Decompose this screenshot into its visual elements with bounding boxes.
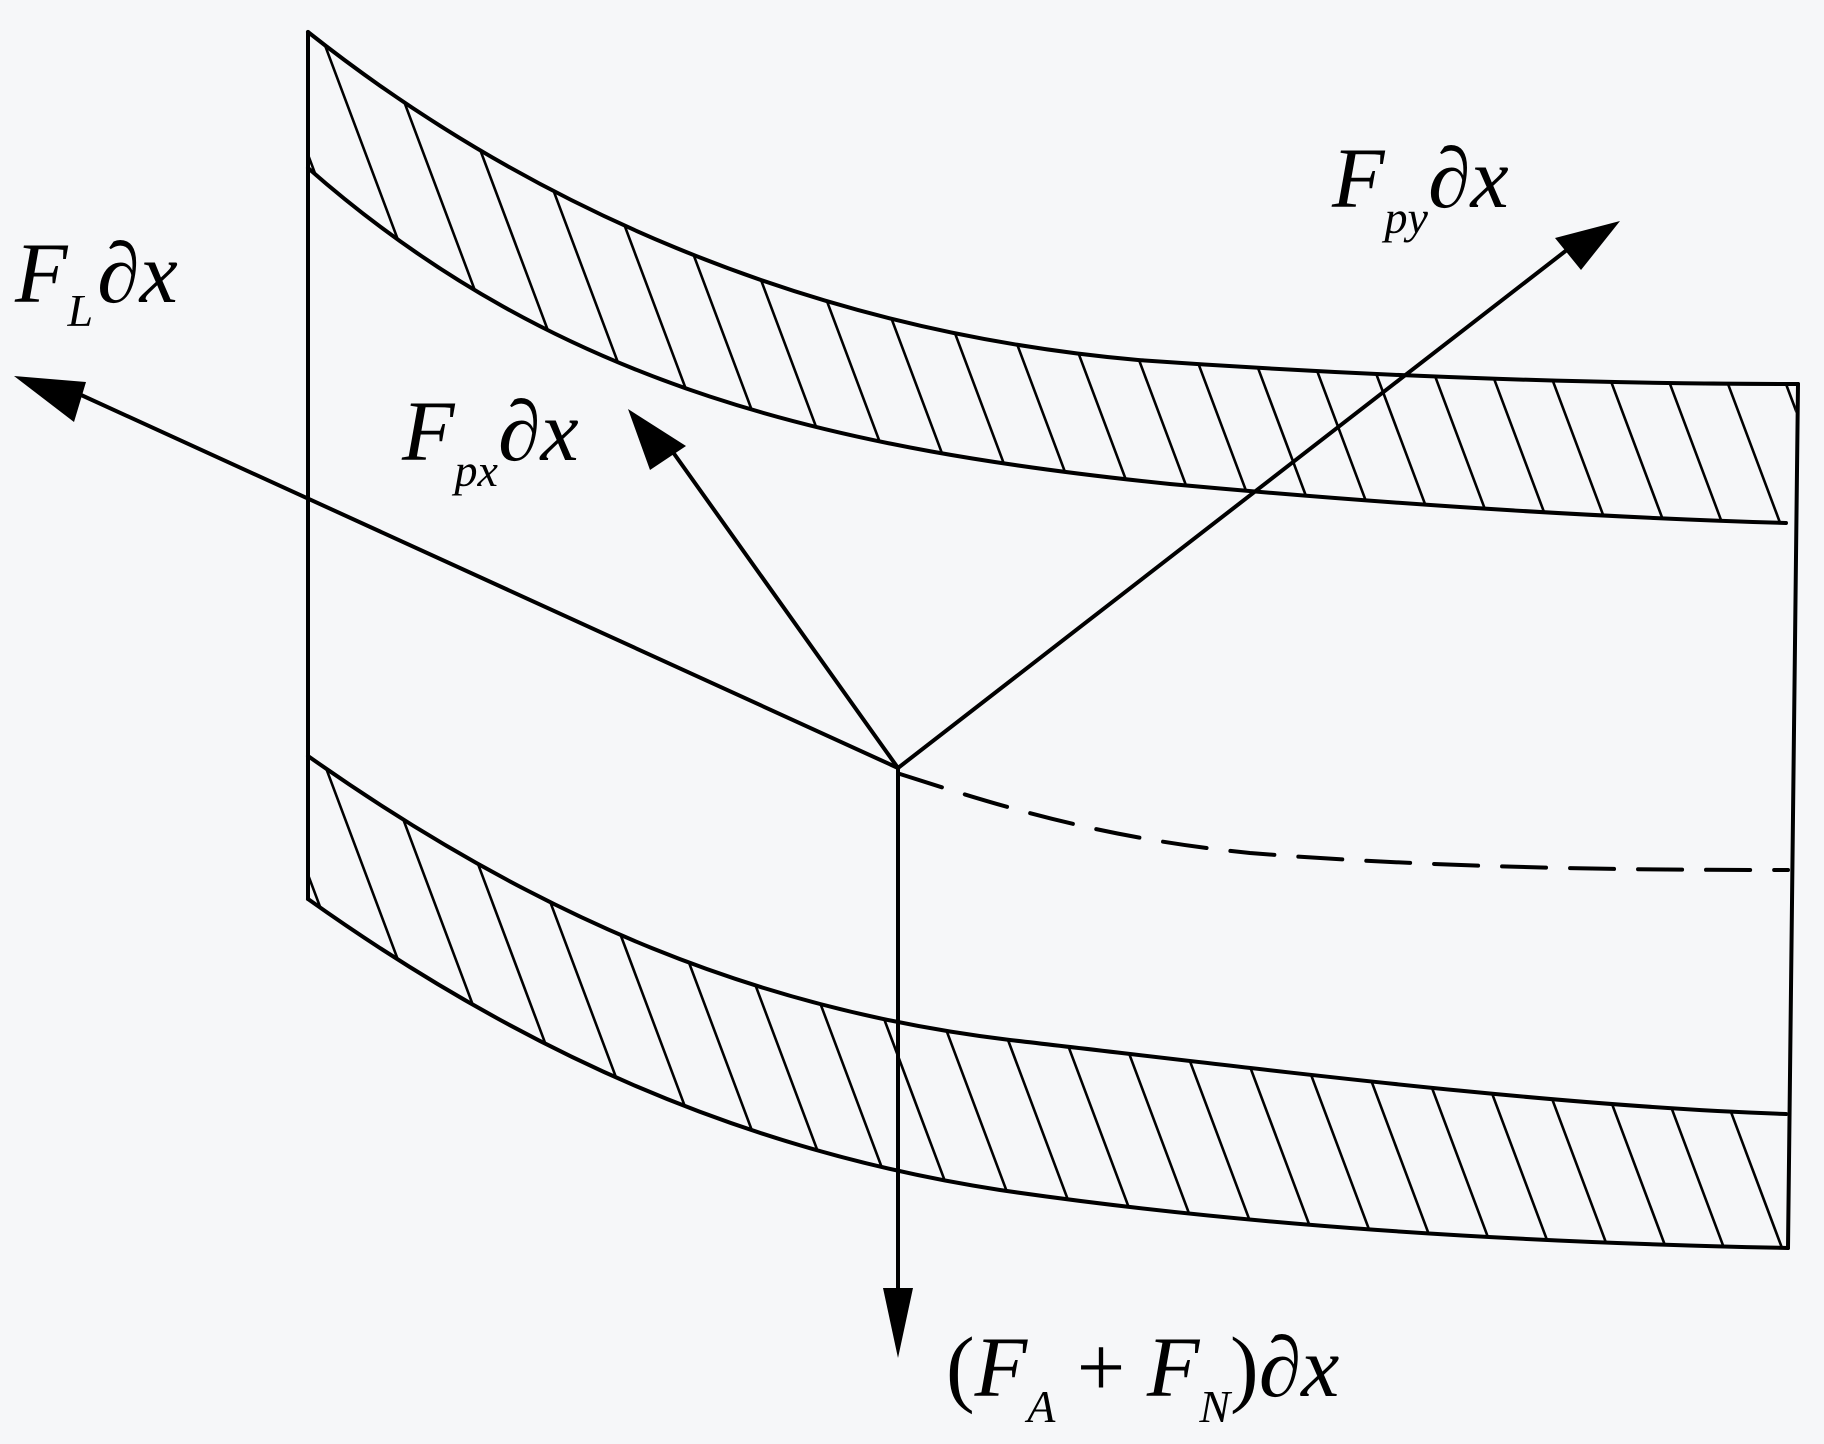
fpx-arrow: [628, 409, 900, 770]
hatch-line: [1816, 0, 1824, 560]
hatch-line: [828, 32, 1042, 523]
fpy-arrow: [896, 221, 1620, 770]
hatch-line: [596, 756, 810, 1248]
hatch-line: [308, 756, 462, 1248]
hatch-line: [1582, 32, 1796, 523]
hatch-line: [308, 756, 520, 1248]
hatch-line: [1350, 756, 1564, 1248]
hatch-line: [1118, 756, 1332, 1248]
hatch-line: [1640, 756, 1788, 1248]
fpx-label: Fpx∂x: [401, 383, 579, 496]
hatch-line: [1176, 756, 1390, 1248]
hatch-line: [1234, 32, 1448, 523]
top-inner-wall: [306, 166, 1788, 525]
hatch-line: [886, 32, 1100, 523]
hatch-line: [828, 756, 1042, 1248]
hatch-line: [538, 756, 752, 1248]
hatch-line: [1816, 720, 1824, 1280]
hatch-line: [770, 32, 984, 523]
hatch-line: [1756, 32, 1798, 523]
top-outer-wall: [306, 30, 1800, 386]
centerline-dashed: [898, 772, 1790, 872]
hatch-line: [1408, 32, 1622, 523]
hatch-line: [1176, 32, 1390, 523]
hatch-line: [1060, 756, 1274, 1248]
hatch-line: [654, 756, 868, 1248]
hatch-line: [712, 32, 926, 523]
fpy-label: Fpy∂x: [1331, 130, 1509, 243]
hatch-line: [480, 756, 694, 1248]
hatch-line: [1524, 32, 1738, 523]
hatch-line: [364, 756, 578, 1248]
hatch-line: [1234, 756, 1448, 1248]
hatch-line: [422, 756, 636, 1248]
hatch-line: [1466, 756, 1680, 1248]
hatch-line: [1582, 756, 1788, 1248]
force-vectors: [14, 221, 1620, 1358]
hatch-line: [1408, 756, 1622, 1248]
pipe-element: [306, 30, 1800, 1250]
hatch-line: [1292, 756, 1506, 1248]
bottom-inner-wall: [306, 754, 1788, 1116]
hatch-line: [1524, 756, 1738, 1248]
fan-arrow: [883, 766, 913, 1358]
right-edge: [1786, 382, 1800, 1250]
hatch-line: [1466, 32, 1680, 523]
bottom-outer-wall: [306, 897, 1790, 1250]
fl-label: FL∂x: [14, 225, 178, 336]
fl-arrow: [14, 376, 900, 770]
hatch-line: [596, 32, 810, 523]
hatch-line: [1118, 32, 1332, 523]
hatch-line: [1292, 32, 1506, 523]
hatch-line: [944, 32, 1158, 523]
hatch-line: [712, 756, 926, 1248]
fan-label: (FA + FN)∂x: [946, 1319, 1339, 1432]
